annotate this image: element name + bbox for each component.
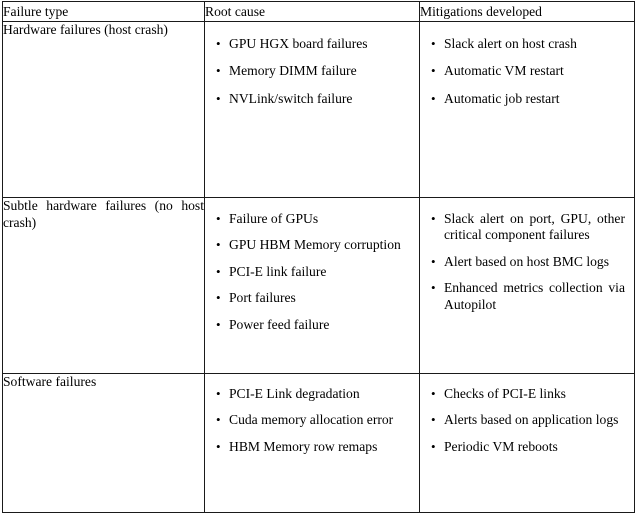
cell-mitigations: Slack alert on host crash Automatic VM r… [419,21,635,198]
root-cause-list: PCI-E Link degradation Cuda memory alloc… [205,374,419,456]
table-row: Hardware failures (host crash) GPU HGX b… [2,21,635,198]
list-item: Slack alert on port, GPU, other critical… [420,211,634,244]
mitigations-list: Slack alert on port, GPU, other critical… [420,198,634,313]
list-item: NVLink/switch failure [205,91,419,108]
cell-mitigations: Slack alert on port, GPU, other critical… [419,197,635,374]
failure-type-text: Software failures [3,374,97,389]
column-header-root-cause: Root cause [204,1,420,22]
list-item: GPU HBM Memory corruption [205,237,419,254]
mitigations-list: Checks of PCI-E links Alerts based on ap… [420,374,634,456]
list-item: Enhanced metrics collection via Autopilo… [420,280,634,313]
cell-failure-type: Software failures [2,373,205,513]
list-item: HBM Memory row remaps [205,439,419,456]
list-item: Memory DIMM failure [205,63,419,80]
table-row: Software failures PCI-E Link degradation… [2,373,635,513]
list-item: GPU HGX board failures [205,36,419,53]
cell-root-cause: PCI-E Link degradation Cuda memory alloc… [204,373,420,513]
list-item: Port failures [205,290,419,307]
list-item: Power feed failure [205,317,419,334]
table-body: Hardware failures (host crash) GPU HGX b… [2,21,635,513]
cell-root-cause: Failure of GPUs GPU HBM Memory corruptio… [204,197,420,374]
list-item: Automatic job restart [420,91,634,108]
header-row: Failure type Root cause Mitigations deve… [2,1,635,22]
table-row: Subtle hardware failures (no host crash)… [2,197,635,374]
list-item: Periodic VM reboots [420,439,634,456]
list-item: Failure of GPUs [205,211,419,228]
table-header: Failure type Root cause Mitigations deve… [2,1,635,22]
list-item: PCI-E Link degradation [205,386,419,403]
list-item: Cuda memory allocation error [205,412,419,429]
list-item: Automatic VM restart [420,63,634,80]
column-header-failure-type: Failure type [2,1,205,22]
list-item: PCI-E link failure [205,264,419,281]
cell-failure-type: Hardware failures (host crash) [2,21,205,198]
cell-mitigations: Checks of PCI-E links Alerts based on ap… [419,373,635,513]
cell-failure-type: Subtle hardware failures (no host crash) [2,197,205,374]
column-header-mitigations: Mitigations developed [419,1,635,22]
failure-type-text: Subtle hardware failures (no host crash) [3,198,204,230]
list-item: Slack alert on host crash [420,36,634,53]
cell-root-cause: GPU HGX board failures Memory DIMM failu… [204,21,420,198]
mitigations-list: Slack alert on host crash Automatic VM r… [420,22,634,108]
list-item: Alert based on host BMC logs [420,254,634,271]
failure-type-text: Hardware failures (host crash) [3,22,168,37]
list-item: Alerts based on application logs [420,412,634,429]
list-item: Checks of PCI-E links [420,386,634,403]
root-cause-list: Failure of GPUs GPU HBM Memory corruptio… [205,198,419,333]
root-cause-list: GPU HGX board failures Memory DIMM failu… [205,22,419,108]
